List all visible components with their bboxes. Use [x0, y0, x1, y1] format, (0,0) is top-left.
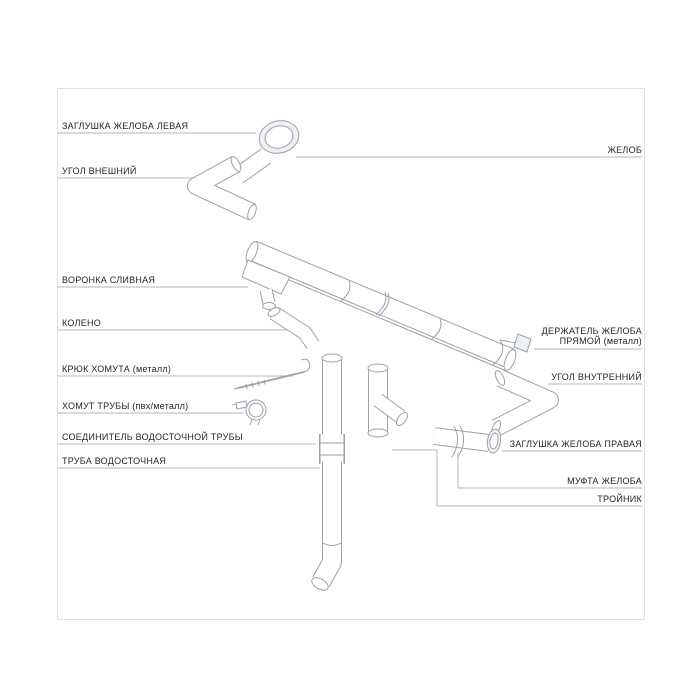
label-downpipe: ТРУБА ВОДОСТОЧНАЯ	[62, 456, 167, 466]
label-gutter-coupling: МУФТА ЖЕЛОБА	[567, 476, 642, 486]
clamp-hook-drawing	[233, 358, 311, 390]
leader-gutter-coupling	[457, 452, 642, 489]
outer-corner-drawing	[187, 156, 257, 221]
outlet-elbow-drawing	[311, 542, 342, 591]
label-gutter-end-cap-left: ЗАГЛУШКА ЖЕЛОБА ЛЕВАЯ	[62, 121, 189, 131]
pipe-clamp-drawing	[231, 399, 267, 426]
downpipe-connector-drawing	[319, 434, 345, 464]
gutter-drawing	[245, 240, 517, 372]
leader-tee	[392, 449, 642, 507]
label-tee: ТРОЙНИК	[597, 494, 642, 504]
label-clamp-hook: КРЮК ХОМУТА (металл)	[62, 364, 172, 374]
label-gutter-holder-straight: ДЕРЖАТЕЛЬ ЖЕЛОБА ПРЯМОЙ (металл)	[541, 326, 642, 346]
label-gutter-end-cap-right: ЗАГЛУШКА ЖЕЛОБА ПРАВАЯ	[509, 439, 642, 449]
elbow-drawing	[267, 306, 320, 350]
diagram-frame	[57, 88, 645, 620]
downpipe-drawing	[321, 353, 343, 436]
tee-drawing	[367, 363, 409, 438]
label-drain-funnel: ВОРОНКА СЛИВНАЯ	[62, 275, 156, 285]
inner-corner-drawing	[490, 369, 559, 436]
label-inner-corner: УГОЛ ВНУТРЕННИЙ	[551, 372, 642, 382]
label-elbow: КОЛЕНО	[62, 318, 101, 328]
leader-lines	[58, 132, 642, 507]
right-end-cap-coupling-drawing	[432, 425, 502, 458]
gutter-holder-drawing	[492, 333, 532, 366]
left-end-cap-drawing	[232, 120, 300, 184]
downpipe-assembly-drawing	[311, 353, 345, 591]
label-outer-corner: УГОЛ ВНЕШНИЙ	[62, 166, 137, 176]
label-gutter: ЖЕЛОБ	[607, 145, 642, 155]
label-pipe-clamp: ХОМУТ ТРУБЫ (пвх/металл)	[62, 401, 189, 411]
drain-funnel-drawing	[241, 259, 291, 310]
label-downpipe-connector: СОЕДИНИТЕЛЬ ВОДОСТОЧНОЙ ТРУБЫ	[62, 432, 243, 442]
